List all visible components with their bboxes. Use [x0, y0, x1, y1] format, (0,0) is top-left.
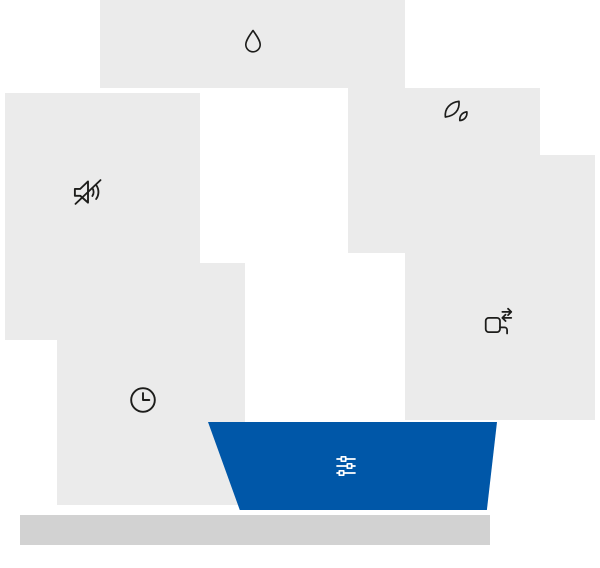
- water-drop-icon: [245, 29, 261, 53]
- panel-time: [57, 263, 245, 505]
- panel-power: [405, 155, 595, 420]
- power-transfer-button[interactable]: [478, 303, 516, 341]
- plug-swap-icon: [484, 307, 513, 335]
- eco-leaves-icon: [444, 100, 468, 122]
- bottom-bar: [20, 515, 490, 545]
- eco-button[interactable]: [437, 94, 473, 130]
- clock-icon: [130, 387, 156, 413]
- speaker-muted-icon: [73, 179, 102, 205]
- sliders-icon: [335, 455, 356, 477]
- water-button[interactable]: [237, 26, 269, 58]
- panel-water: [100, 0, 405, 88]
- time-button[interactable]: [125, 382, 161, 418]
- sound-off-button[interactable]: [68, 172, 108, 212]
- settings-tray-button[interactable]: [208, 422, 497, 510]
